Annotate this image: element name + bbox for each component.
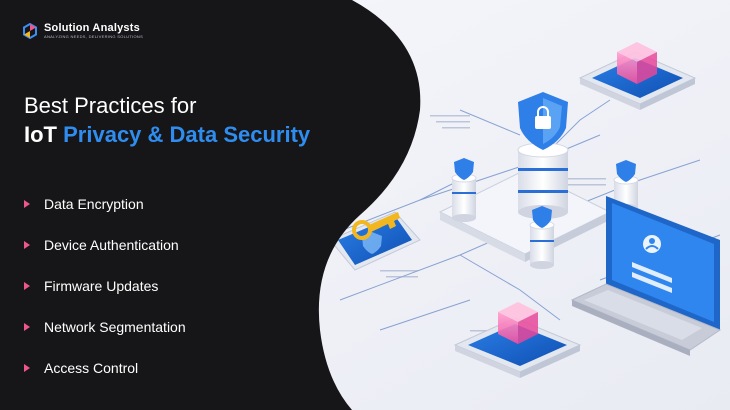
list-item-label: Data Encryption [44, 195, 144, 212]
list-item: Network Segmentation [24, 306, 186, 347]
title-highlight: Privacy & Data Security [63, 122, 311, 147]
list-item: Data Encryption [24, 183, 186, 224]
brand-logo[interactable]: Solution Analysts ANALYZING NEEDS, DELIV… [22, 22, 143, 40]
pillar-left [451, 158, 477, 222]
list-item: Device Authentication [24, 224, 186, 265]
brand-tagline: ANALYZING NEEDS, DELIVERING SOLUTIONS [44, 34, 144, 39]
bottom-device [453, 302, 582, 378]
bullet-arrow-icon [24, 240, 30, 249]
bullet-arrow-icon [24, 199, 30, 208]
bullet-arrow-icon [24, 281, 30, 290]
title-iot: IoT [24, 122, 57, 147]
key-icon [352, 212, 400, 240]
list-item: Access Control [24, 347, 186, 388]
login-fields [632, 262, 672, 293]
laptop-icon [570, 196, 722, 356]
bullet-arrow-icon [24, 363, 30, 372]
phone-device [329, 211, 421, 271]
list-item: Firmware Updates [24, 265, 186, 306]
page-title: Best Practices for IoT Privacy & Data Se… [24, 92, 310, 150]
logo-mark-icon [23, 23, 37, 39]
title-line-1: Best Practices for [24, 93, 197, 118]
user-avatar-icon [643, 235, 661, 253]
title-line-2: IoT Privacy & Data Security [24, 120, 310, 150]
practices-list: Data Encryption Device Authentication Fi… [24, 183, 186, 388]
list-item-label: Device Authentication [44, 236, 179, 253]
list-item-label: Firmware Updates [44, 277, 159, 294]
shield-lock-icon [518, 92, 568, 150]
list-item-label: Access Control [44, 359, 139, 376]
brand-name: Solution Analysts [44, 22, 140, 34]
bullet-arrow-icon [24, 322, 30, 331]
cube-icon [617, 42, 657, 84]
pillar-front [529, 206, 555, 269]
list-item-label: Network Segmentation [44, 318, 186, 335]
